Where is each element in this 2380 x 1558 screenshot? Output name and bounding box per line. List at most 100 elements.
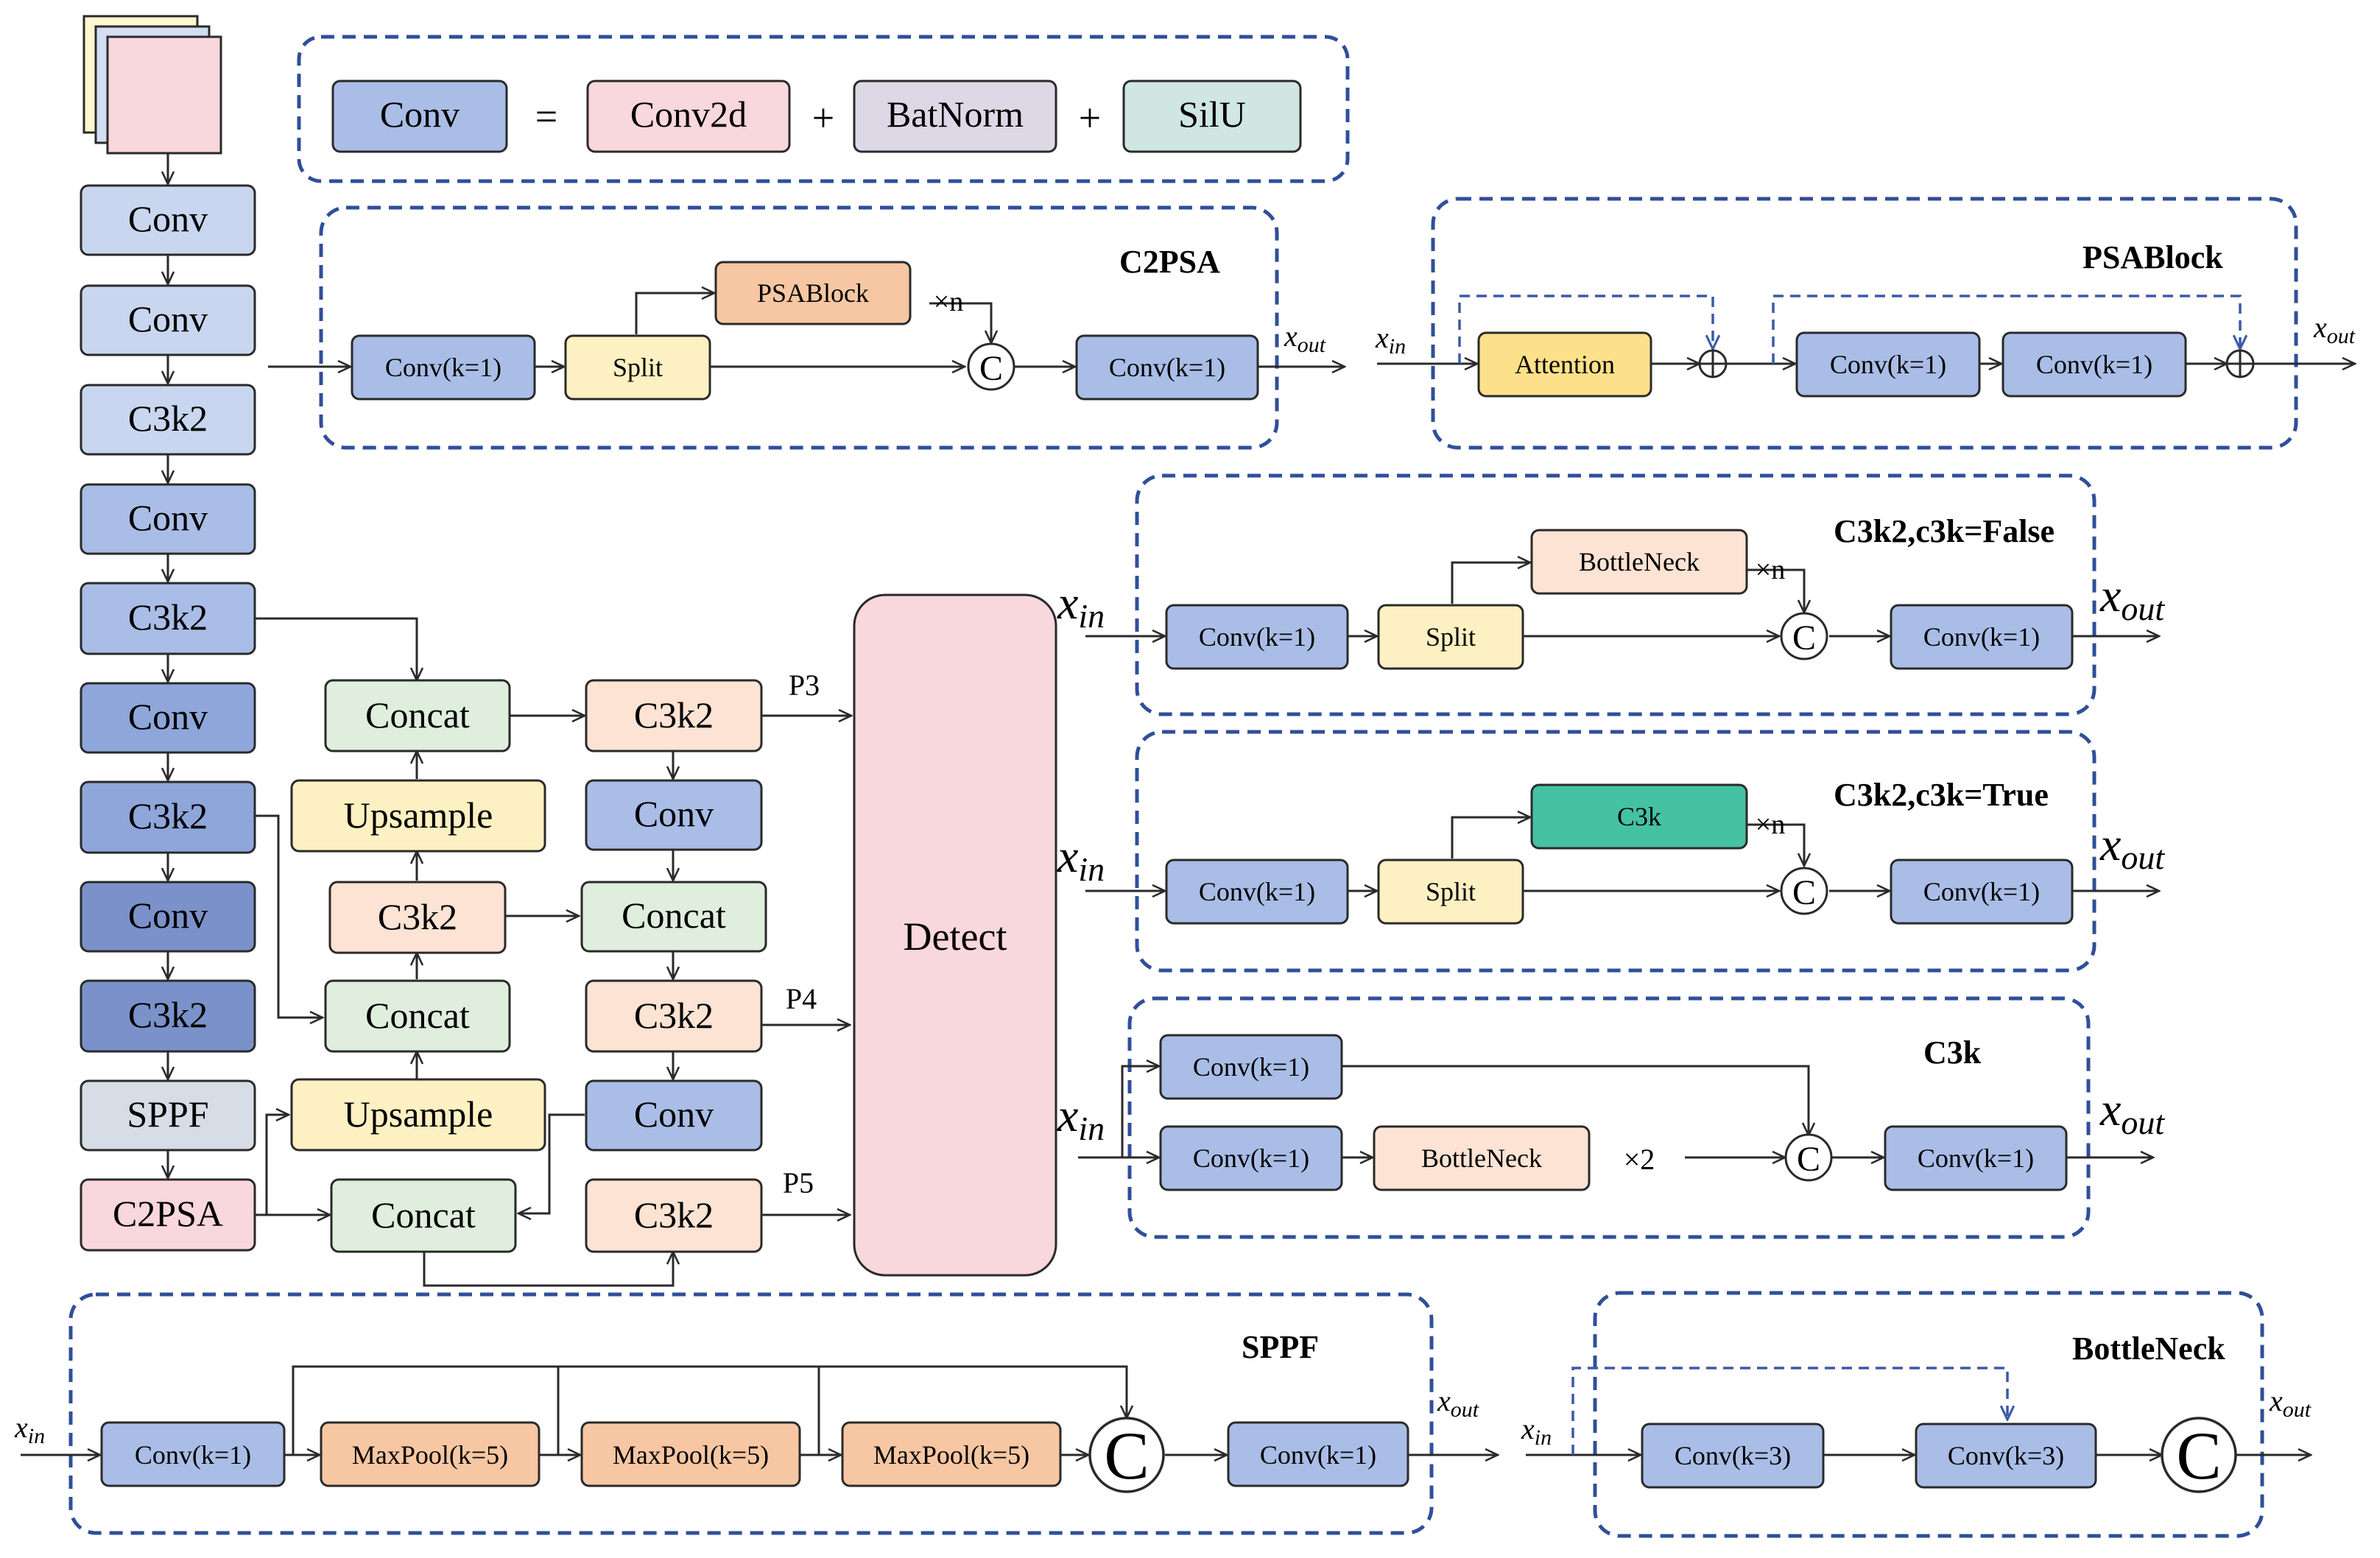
- detect-head: [853, 593, 1057, 1277]
- legend-batnorm-box: [853, 80, 1057, 153]
- psablock-x-in: xin: [1375, 321, 1406, 359]
- c3k-x-out: xout: [2099, 1083, 2165, 1141]
- c3k-conv-top: Conv(k=1): [1193, 1052, 1309, 1082]
- backbone-block-3: C3k2: [128, 398, 208, 439]
- neck-upsample-2: Upsample: [344, 1093, 493, 1135]
- sppf-title: SPPF: [1242, 1329, 1319, 1365]
- c3k2-true-repeat: ×n: [1756, 809, 1785, 840]
- c2psa-split: Split: [613, 353, 663, 382]
- c3k2-true-x-out: xout: [2099, 818, 2165, 876]
- c2psa-psablock: PSABlock: [757, 278, 869, 308]
- c3k-repeat: ×2: [1624, 1143, 1655, 1176]
- legend-equals: =: [535, 94, 557, 138]
- backbone-block-5: C3k2: [128, 596, 208, 638]
- psablock-conv-2: Conv(k=1): [2036, 350, 2152, 379]
- legend-conv-label: Conv: [380, 94, 460, 135]
- psablock-conv-1: Conv(k=1): [1830, 350, 1946, 379]
- legend-plus-1: +: [812, 96, 834, 140]
- backbone-block-6: Conv: [128, 696, 208, 737]
- backbone-column: Conv Conv C3k2 Conv C3k2 Conv C3k2 Conv …: [80, 153, 256, 1252]
- bottleneck-conv-2: Conv(k=3): [1948, 1441, 2064, 1470]
- psablock-panel: PSABlock xin Attention Conv(k=1) Conv(k=…: [1375, 197, 2356, 450]
- backbone-block-1: Conv: [128, 198, 208, 239]
- backbone-block-11: C2PSA: [113, 1193, 223, 1234]
- neck-conv-1: Conv: [634, 793, 714, 834]
- c3k2-true-c3k: C3k: [1617, 802, 1661, 831]
- bottleneck-concat: C: [2176, 1418, 2221, 1493]
- c3k-x-in: xin: [1057, 1089, 1105, 1147]
- c3k2-true-x-in: xin: [1057, 830, 1105, 888]
- legend-silu-label: SilU: [1178, 94, 1246, 135]
- c3k2-true-concat: C: [1792, 873, 1816, 912]
- c3k-conv-out: Conv(k=1): [1918, 1143, 2034, 1173]
- legend-silu-box: [1122, 80, 1302, 153]
- neck-blocks: Concat Upsample C3k2 Concat Upsample Con…: [290, 593, 1057, 1277]
- neck-concat-3: Concat: [365, 995, 470, 1036]
- c2psa-x-out: xout: [1284, 320, 1326, 357]
- sppf-panel: SPPF xin Conv(k=1) MaxPool(k=5) MaxPool(…: [14, 1292, 1498, 1535]
- sppf-maxpool-3: MaxPool(k=5): [873, 1440, 1029, 1470]
- c2psa-conv-out: Conv(k=1): [1109, 353, 1225, 382]
- legend-plus-2: +: [1079, 96, 1101, 140]
- c2psa-concat: C: [979, 349, 1003, 388]
- bottleneck-panel: BottleNeck xin Conv(k=3) Conv(k=3) C xou…: [1521, 1291, 2312, 1538]
- psablock-add-1: [1698, 349, 1728, 378]
- backbone-block-9: C3k2: [128, 994, 208, 1035]
- legend-conv2d-box: [586, 80, 791, 153]
- bottleneck-conv-1: Conv(k=3): [1675, 1441, 1791, 1470]
- c3k-conv-bottom: Conv(k=1): [1193, 1143, 1309, 1173]
- legend-conv-box: [331, 80, 508, 153]
- backbone-block-4: Conv: [128, 497, 208, 538]
- input-image-stack: [82, 15, 222, 155]
- neck-conv-2: Conv: [634, 1093, 714, 1135]
- backbone-block-8: Conv: [128, 895, 208, 936]
- backbone-block-10: SPPF: [127, 1093, 208, 1135]
- sppf-maxpool-2: MaxPool(k=5): [613, 1440, 769, 1470]
- c3k2-true-panel: C3k2,c3k=True xin Conv(k=1) Split C3k ×n…: [1057, 730, 2165, 973]
- bottleneck-x-out: xout: [2269, 1384, 2312, 1422]
- c3k2-false-bottleneck: BottleNeck: [1579, 547, 1700, 577]
- c3k-title: C3k: [1923, 1034, 1982, 1071]
- sppf-x-in: xin: [14, 1411, 45, 1448]
- bottleneck-x-in: xin: [1521, 1412, 1552, 1450]
- c3k2-true-conv-in: Conv(k=1): [1199, 877, 1315, 906]
- neck-concat-2: Concat: [622, 895, 726, 936]
- psablock-add-2: [2225, 349, 2255, 378]
- sppf-x-out: xout: [1437, 1384, 1479, 1422]
- backbone-block-7: C3k2: [128, 795, 208, 836]
- c2psa-title: C2PSA: [1119, 244, 1220, 280]
- legend-panel: Conv = Conv2d + BatNorm + SilU: [297, 35, 1350, 183]
- label-p4: P4: [786, 982, 817, 1015]
- c3k-panel: C3k xin Conv(k=1) Conv(k=1) BottleNeck ×…: [1057, 996, 2165, 1239]
- psablock-title: PSABlock: [2082, 239, 2223, 275]
- c2psa-conv-in: Conv(k=1): [385, 353, 501, 382]
- c2psa-panel: C2PSA Conv(k=1) Split PSABlock ×n C Conv…: [268, 205, 1345, 450]
- legend-conv2d-label: Conv2d: [630, 94, 747, 135]
- c2psa-repeat: ×n: [934, 286, 963, 317]
- detect-label: Detect: [904, 914, 1007, 959]
- c3k-bottleneck: BottleNeck: [1421, 1143, 1542, 1173]
- label-p3: P3: [789, 669, 820, 702]
- c3k2-false-x-in: xin: [1057, 577, 1105, 635]
- neck-upsample-1: Upsample: [344, 794, 493, 836]
- c3k2-false-x-out: xout: [2099, 569, 2165, 627]
- neck-c3k2-p3: C3k2: [634, 694, 714, 736]
- psablock-attention: Attention: [1515, 350, 1615, 379]
- backbone-block-2: Conv: [128, 298, 208, 339]
- neck-c3k2-mid: C3k2: [378, 896, 457, 937]
- psablock-x-out: xout: [2313, 311, 2356, 348]
- neck-c3k2-p4: C3k2: [634, 995, 714, 1036]
- c3k2-false-panel: C3k2,c3k=False xin Conv(k=1) Split Bottl…: [1057, 473, 2165, 716]
- label-p5: P5: [783, 1166, 814, 1199]
- c3k2-true-conv-out: Conv(k=1): [1923, 877, 2040, 906]
- sppf-concat: C: [1104, 1418, 1149, 1493]
- c3k2-false-concat: C: [1792, 618, 1816, 658]
- neck-concat-1: Concat: [365, 694, 470, 736]
- c3k2-false-title: C3k2,c3k=False: [1834, 513, 2055, 549]
- neck-c3k2-p5: C3k2: [634, 1194, 714, 1236]
- c3k2-false-split: Split: [1426, 622, 1476, 652]
- c3k2-true-split: Split: [1426, 877, 1476, 906]
- sppf-conv-in: Conv(k=1): [135, 1440, 251, 1470]
- legend-batnorm-label: BatNorm: [887, 94, 1024, 135]
